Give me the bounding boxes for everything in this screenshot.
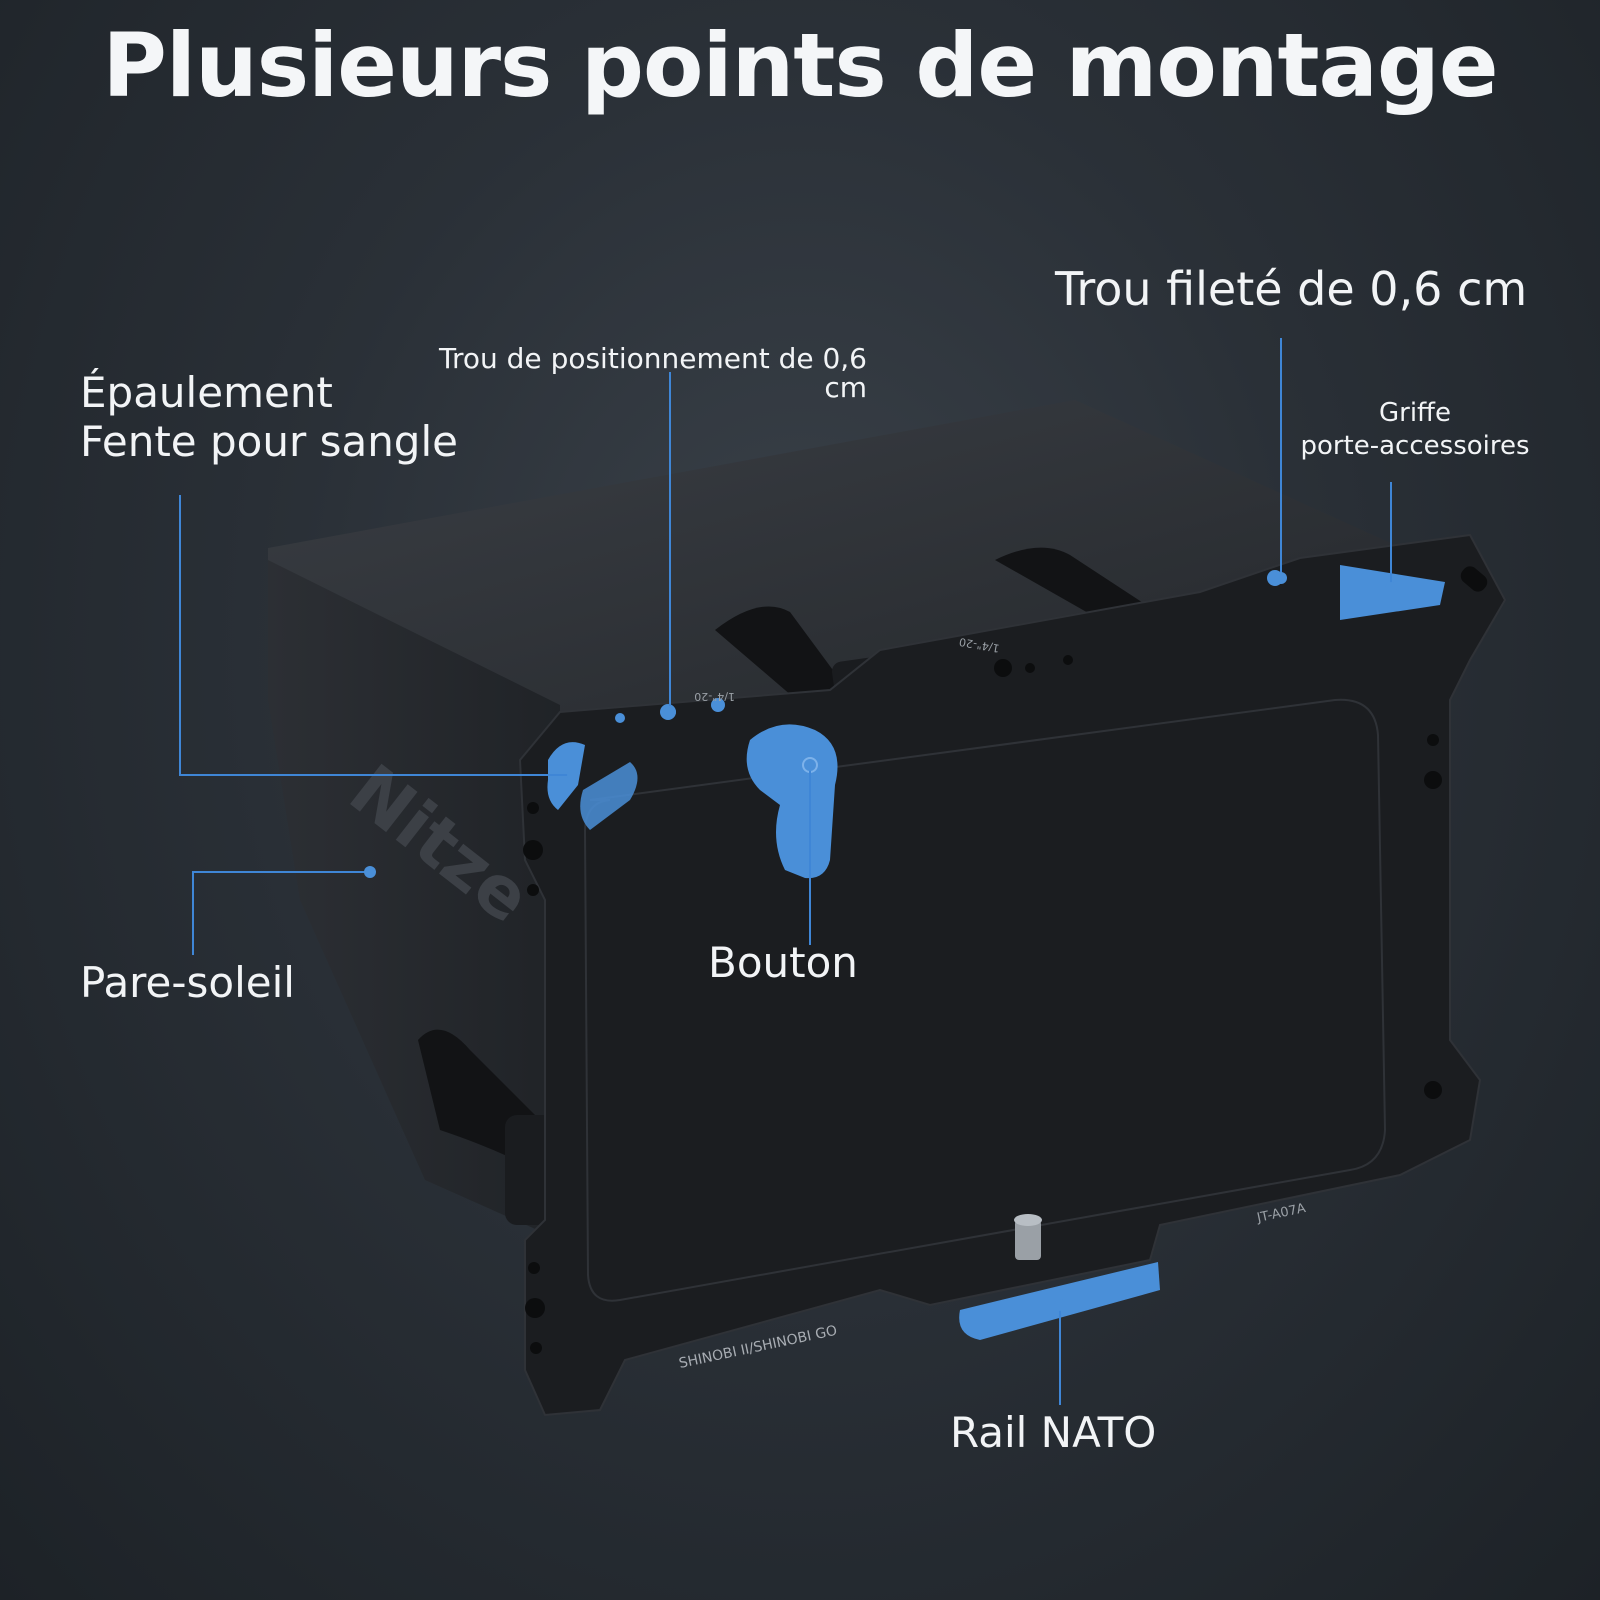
label-threaded-hole: Trou fileté de 0,6 cm — [1055, 262, 1528, 316]
label-cold-shoe: Griffe porte-accessoires — [1280, 398, 1550, 461]
mount-screw — [1015, 1220, 1041, 1260]
label-nato-rail: Rail NATO — [950, 1408, 1157, 1457]
label-shoulder-line1: Épaulement — [80, 368, 333, 417]
label-cold-shoe-line1: Griffe — [1379, 398, 1451, 428]
label-positioning-hole-line2: cm — [824, 371, 867, 405]
label-shoulder-line2: Fente pour sangle — [80, 416, 458, 466]
cage-holes — [523, 566, 1488, 1354]
line-sunshade — [192, 871, 370, 955]
label-positioning-hole: Trou de positionnement de 0,6 cm — [432, 342, 867, 404]
label-knob: Bouton — [708, 938, 858, 987]
page-title: Plusieurs points de montage — [102, 14, 1498, 117]
callout-dots — [364, 572, 1397, 1311]
label-cold-shoe-line2: porte-accessoires — [1300, 430, 1530, 461]
label-positioning-hole-line1: Trou de positionnement de 0,6 — [439, 342, 867, 375]
thread-marking-left: 1/4"-20 — [694, 690, 735, 703]
label-shoulder-strap-slot: Épaulement Fente pour sangle — [80, 368, 458, 466]
shoulder-strap-slot — [547, 742, 585, 810]
line-shoulder — [179, 495, 572, 776]
model-marking: JT-A07A — [1255, 1201, 1307, 1226]
callout-lines — [179, 338, 1392, 1405]
label-sunshade: Pare-soleil — [80, 958, 295, 1007]
